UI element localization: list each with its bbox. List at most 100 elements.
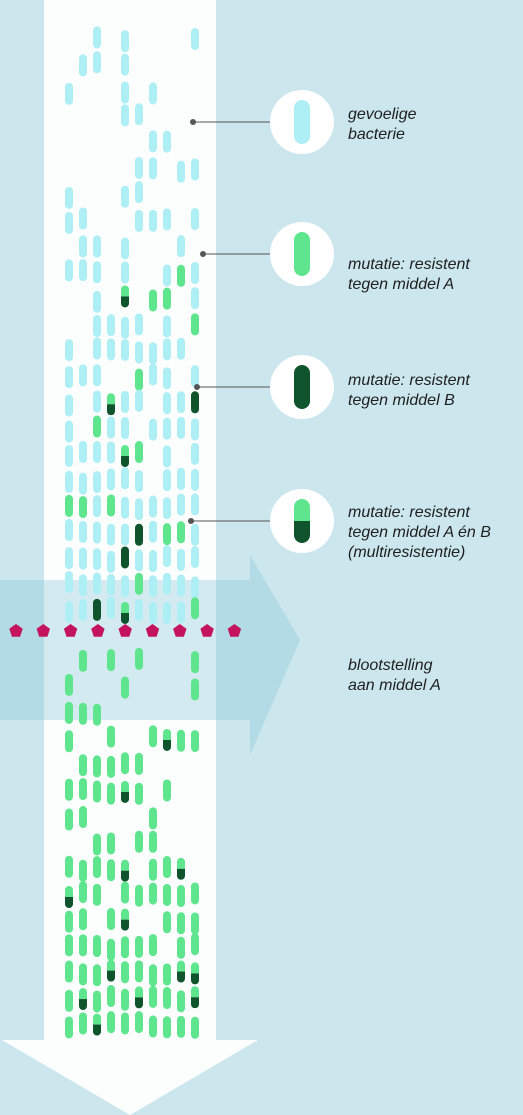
bacterium [93, 337, 101, 360]
bacterium [135, 523, 143, 546]
bacterium [79, 599, 87, 622]
exposure-label: blootstelling aan middel A [348, 657, 441, 694]
bacterium [93, 703, 101, 726]
bacterium [79, 702, 87, 725]
bacterium [177, 391, 185, 414]
bacterium [135, 498, 143, 521]
bacterium [93, 598, 101, 621]
bacterium [107, 468, 115, 491]
bacterium [163, 911, 171, 934]
bacterium [191, 576, 199, 599]
bacterium [135, 389, 143, 412]
bacterium [121, 53, 129, 76]
bacterium [177, 990, 185, 1013]
bacterium-multiresistant-icon [188, 489, 334, 553]
bacterium [191, 962, 199, 985]
bacterium [191, 207, 199, 230]
bacterium [149, 575, 157, 598]
bacterium [121, 1012, 129, 1035]
bacterium [79, 754, 87, 777]
bacterium [163, 963, 171, 986]
bacterium [107, 832, 115, 855]
bacterium [191, 523, 199, 546]
bacterium [177, 574, 185, 597]
drug-a-marker [145, 624, 160, 637]
bacterium [65, 701, 73, 724]
bacterium [177, 936, 185, 959]
bacterium [149, 807, 157, 830]
bacterium [163, 287, 171, 310]
bacterium [79, 934, 87, 957]
bacterium [177, 264, 185, 287]
bacterium [191, 391, 199, 414]
bacterium [163, 987, 171, 1010]
bacterium [191, 442, 199, 465]
bacterium [93, 315, 101, 338]
drug-a-marker [173, 624, 187, 637]
bacterium [191, 597, 199, 620]
bacterium [65, 494, 73, 517]
legend-label-resistant-b: mutatie: resistent tegen middel B [348, 372, 470, 409]
bacterium [121, 316, 129, 339]
bacterium [177, 912, 185, 935]
bacterium [107, 314, 115, 337]
bacterium [177, 160, 185, 183]
bacterium [149, 82, 157, 105]
bacterium [65, 186, 73, 209]
bacterium [163, 545, 171, 568]
drug-a-marker [63, 624, 78, 637]
bacterium [135, 986, 143, 1009]
bacterium [121, 575, 129, 598]
exposure-band [44, 580, 216, 720]
bacterium [191, 546, 199, 569]
bacterium [149, 601, 157, 624]
bacterium-resistant-a-icon [200, 222, 334, 286]
bacterium [135, 599, 143, 622]
bacterium [93, 833, 101, 856]
bacterium [149, 520, 157, 543]
bacterium [191, 933, 199, 956]
bacterium [93, 261, 101, 284]
bacterium [79, 496, 87, 519]
bacterium [191, 912, 199, 935]
bacterium [107, 959, 115, 982]
bacterium [93, 856, 101, 879]
bacteria-population [65, 26, 199, 1039]
bacterium [79, 441, 87, 464]
bacterium [177, 857, 185, 880]
bacterium [121, 961, 129, 984]
bacterium [121, 523, 129, 546]
bacterium [121, 496, 129, 519]
bacterium [121, 676, 129, 699]
bacterium-resistant-b-icon [194, 355, 334, 419]
drug-a-marker [118, 624, 132, 637]
bacterium [191, 365, 199, 388]
bacterium [79, 54, 87, 77]
bacterium [107, 755, 115, 778]
drug-a-marker [9, 624, 23, 637]
bacterium [135, 752, 143, 775]
bacterium [149, 882, 157, 905]
bacterium [121, 601, 129, 624]
bacterium [65, 855, 73, 878]
bacterium [65, 444, 73, 467]
bacterium [93, 1013, 101, 1036]
bacterium [135, 884, 143, 907]
bacterium [121, 185, 129, 208]
bacterium [107, 649, 115, 672]
bacterium [191, 158, 199, 181]
drug-a-marker [91, 624, 105, 637]
bacterium [135, 572, 143, 595]
bacterium [79, 574, 87, 597]
legend-label-resistant-a: mutatie: resistent tegen middel A [348, 256, 470, 293]
bacterium [135, 209, 143, 232]
bacterium [191, 27, 199, 50]
bacterium [135, 181, 143, 204]
bacterium [177, 521, 185, 544]
bacterium [177, 1015, 185, 1038]
bacterium [65, 885, 73, 908]
bacterium [149, 157, 157, 180]
bacterium [65, 808, 73, 831]
bacterium [135, 549, 143, 572]
